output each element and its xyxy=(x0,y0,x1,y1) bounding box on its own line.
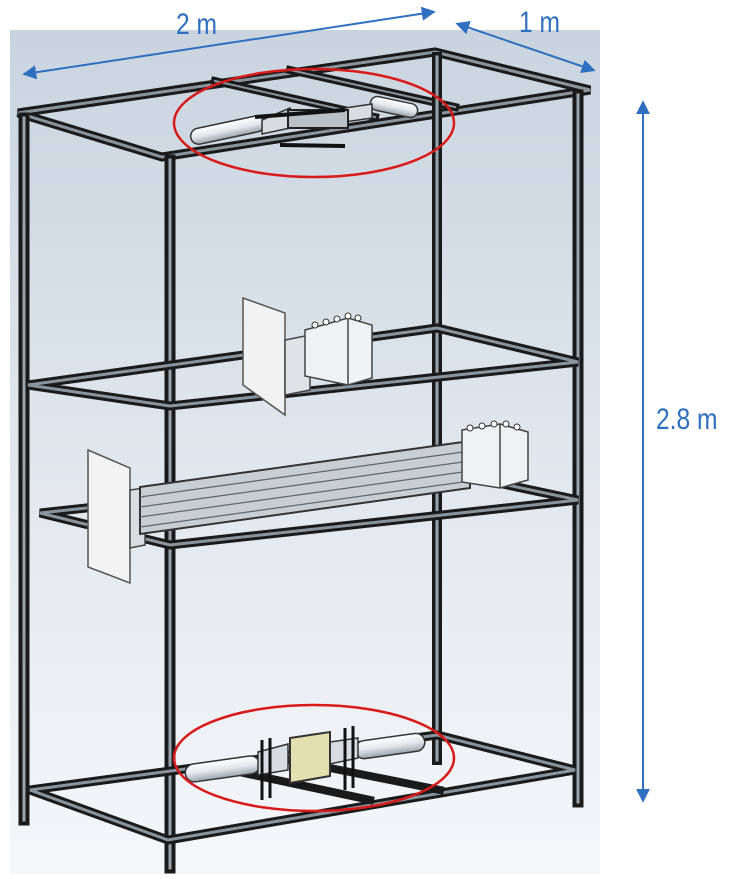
top-detector-assembly xyxy=(189,95,419,148)
depth-dimension-label: 1 m xyxy=(519,6,561,39)
bottom-detector-assembly xyxy=(184,726,426,800)
long-bar-array-assembly xyxy=(87,420,529,585)
bottom-highlight-ellipse xyxy=(172,703,456,813)
height-dimension-label: 2.8 m xyxy=(656,403,718,436)
upper-plate-and-bar-assembly xyxy=(242,296,373,417)
width-dimension-label: 2 m xyxy=(176,8,218,41)
width-dimension-arrow xyxy=(22,6,436,80)
depth-dimension-arrow xyxy=(455,20,596,74)
